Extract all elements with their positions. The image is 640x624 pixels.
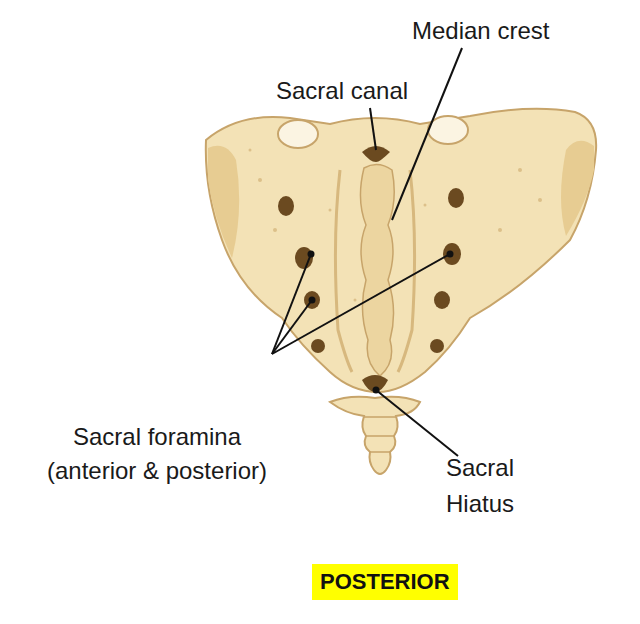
view-tag: POSTERIOR	[312, 564, 458, 600]
median-crest	[360, 164, 394, 376]
articular-process	[278, 120, 318, 148]
part-label: Median crest	[412, 16, 549, 46]
sacrum-bone	[206, 109, 596, 392]
part-label: Sacral foramina (anterior & posterior)	[26, 420, 288, 488]
leader-line	[272, 48, 462, 456]
bone-texture	[249, 149, 543, 302]
leader-dot	[308, 251, 454, 394]
auricular-surface	[208, 146, 239, 258]
articular-process	[428, 116, 468, 144]
sacral-foramen	[278, 188, 464, 353]
coccyx-segment	[364, 417, 396, 452]
part-label: Sacral Hiatus	[414, 450, 546, 522]
auricular-surface	[561, 141, 594, 236]
part-label: Sacral canal	[276, 76, 408, 106]
coccyx	[330, 397, 420, 474]
view-text: POSTERIOR	[320, 569, 450, 595]
crest-ridge	[335, 170, 352, 372]
